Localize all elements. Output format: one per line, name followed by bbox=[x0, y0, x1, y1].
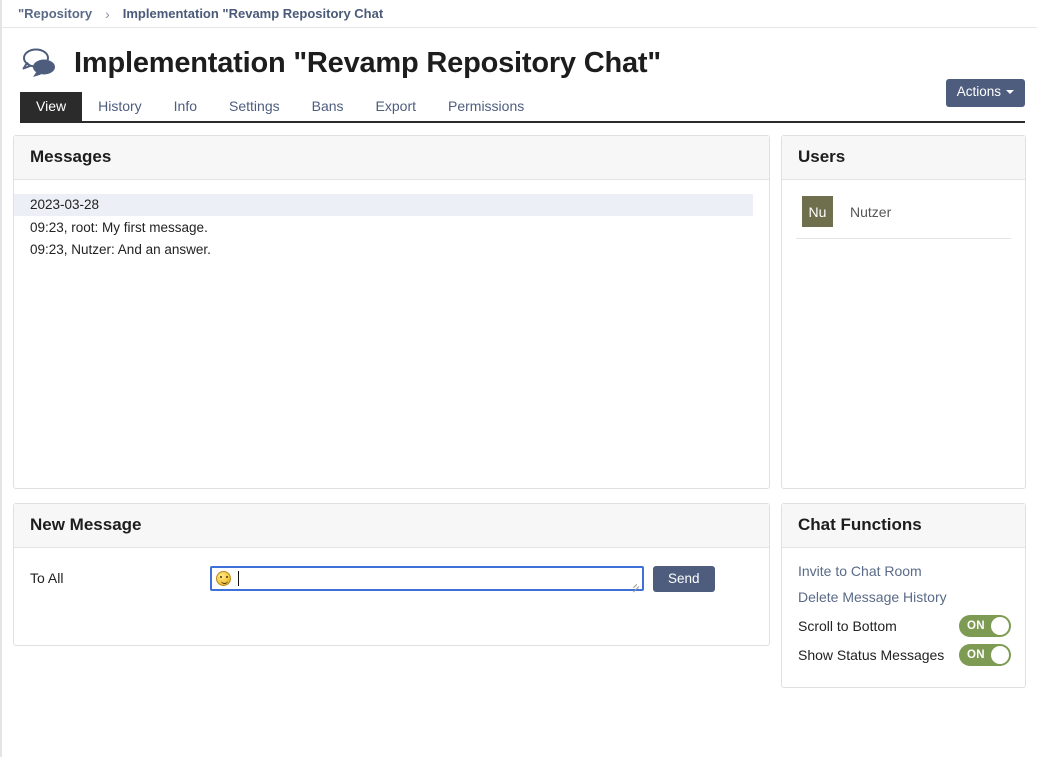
avatar: Nu bbox=[802, 196, 833, 227]
breadcrumb-parent-link[interactable]: "Repository bbox=[18, 6, 93, 21]
text-cursor bbox=[238, 571, 239, 586]
main-content: Messages 2023-03-28 09:23, root: My firs… bbox=[2, 123, 1037, 702]
users-panel-header: Users bbox=[782, 136, 1025, 180]
actions-button[interactable]: Actions bbox=[945, 79, 1025, 107]
scroll-to-bottom-row: Scroll to Bottom ON bbox=[796, 613, 1011, 642]
users-list: Nu Nutzer bbox=[782, 180, 1025, 488]
message-input[interactable] bbox=[210, 566, 644, 593]
scroll-to-bottom-label: Scroll to Bottom bbox=[798, 618, 897, 634]
page-title: Implementation "Revamp Repository Chat" bbox=[74, 46, 661, 79]
actions-button-label: Actions bbox=[956, 84, 1001, 99]
breadcrumb-separator-icon: › bbox=[105, 5, 110, 22]
show-status-messages-label: Show Status Messages bbox=[798, 647, 945, 663]
toggle-state-label: ON bbox=[967, 620, 985, 632]
tab-bar: View History Info Settings Bans Export P… bbox=[20, 91, 1025, 123]
new-message-panel: New Message To All S bbox=[13, 503, 770, 646]
message-input-wrapper bbox=[210, 566, 644, 593]
tab-history[interactable]: History bbox=[98, 97, 142, 114]
delete-message-history-link[interactable]: Delete Message History bbox=[798, 589, 947, 605]
toggle-state-label: ON bbox=[967, 649, 985, 661]
new-message-panel-title: New Message bbox=[30, 515, 142, 534]
tab-export[interactable]: Export bbox=[375, 97, 416, 114]
user-name: Nutzer bbox=[850, 203, 892, 220]
send-button[interactable]: Send bbox=[653, 566, 715, 592]
chat-functions-list: Invite to Chat Room Delete Message Histo… bbox=[782, 548, 1025, 687]
messages-panel: Messages 2023-03-28 09:23, root: My firs… bbox=[13, 135, 770, 489]
chat-functions-panel: Chat Functions Invite to Chat Room Delet… bbox=[781, 503, 1026, 688]
message-line: 09:23, Nutzer: And an answer. bbox=[30, 242, 211, 257]
message-line: 09:23, root: My first message. bbox=[30, 220, 208, 235]
resize-handle[interactable] bbox=[631, 579, 640, 593]
toggle-knob bbox=[991, 646, 1009, 664]
scroll-to-bottom-toggle[interactable]: ON bbox=[959, 615, 1011, 637]
chat-bubbles-icon bbox=[20, 46, 60, 80]
right-column: Users Nu Nutzer Chat Functions Invite to… bbox=[781, 135, 1026, 702]
chat-functions-panel-title: Chat Functions bbox=[798, 515, 922, 534]
chat-functions-panel-header: Chat Functions bbox=[782, 504, 1025, 548]
left-column: Messages 2023-03-28 09:23, root: My firs… bbox=[13, 135, 770, 702]
breadcrumb: "Repository › Implementation "Revamp Rep… bbox=[2, 0, 1037, 28]
tab-settings[interactable]: Settings bbox=[229, 97, 280, 114]
users-panel: Users Nu Nutzer bbox=[781, 135, 1026, 489]
tab-permissions[interactable]: Permissions bbox=[448, 97, 525, 114]
invite-to-chat-room-link[interactable]: Invite to Chat Room bbox=[798, 563, 922, 579]
tab-view[interactable]: View bbox=[20, 91, 83, 121]
list-item[interactable]: Nu Nutzer bbox=[796, 196, 1011, 239]
smiley-face-icon[interactable] bbox=[216, 571, 231, 586]
messages-panel-title: Messages bbox=[30, 147, 112, 166]
toggle-knob bbox=[991, 617, 1009, 635]
tab-bans[interactable]: Bans bbox=[311, 97, 344, 114]
messages-panel-header: Messages bbox=[14, 136, 769, 180]
breadcrumb-current: Implementation "Revamp Repository Chat bbox=[122, 6, 384, 21]
page-header: Implementation "Revamp Repository Chat" … bbox=[2, 28, 1037, 107]
show-status-messages-toggle[interactable]: ON bbox=[959, 644, 1011, 666]
new-message-panel-header: New Message bbox=[14, 504, 769, 548]
recipient-label: To All bbox=[30, 570, 64, 586]
show-status-messages-row: Show Status Messages ON bbox=[796, 642, 1011, 671]
chevron-down-icon bbox=[1006, 90, 1014, 95]
message-date-separator: 2023-03-28 bbox=[14, 194, 753, 216]
messages-list[interactable]: 2023-03-28 09:23, root: My first message… bbox=[14, 180, 769, 488]
users-panel-title: Users bbox=[798, 147, 846, 166]
new-message-form: To All Send bbox=[14, 548, 769, 645]
tab-info[interactable]: Info bbox=[173, 97, 198, 114]
